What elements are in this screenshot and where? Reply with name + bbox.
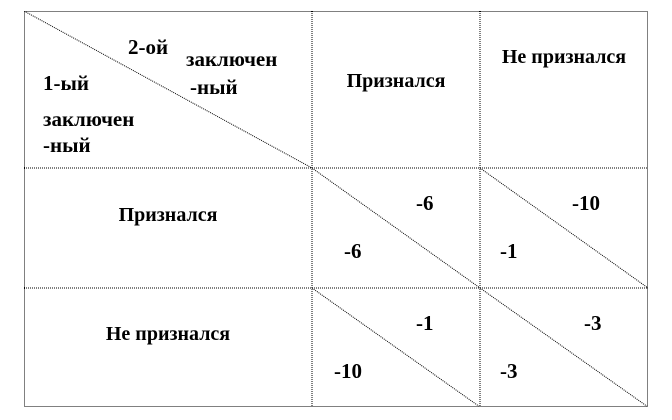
table-border — [24, 11, 648, 407]
cell-diagonal-r1c2 — [479, 167, 648, 289]
corner-diagonal — [24, 11, 313, 169]
corner-row-player-label: 1-ый — [43, 71, 89, 95]
payoff-r1c1-player1: -6 — [344, 239, 362, 263]
payoff-r1c1-player2: -6 — [416, 191, 434, 215]
corner-column-player-label-2: заключен — [186, 47, 278, 71]
payoff-r2c1-player1: -10 — [334, 359, 362, 383]
row-header-confessed: Признался — [118, 204, 218, 226]
payoff-r2c1-player2: -1 — [416, 311, 434, 335]
payoff-r1c2-player1: -1 — [500, 239, 518, 263]
cell-diagonal-r2c2 — [479, 287, 648, 407]
corner-column-player-label: 2-ой — [128, 35, 169, 59]
column-header-confessed: Признался — [346, 70, 446, 92]
column-header-not-confessed: Не признался — [501, 46, 627, 68]
cell-diagonal-r1c1 — [311, 167, 481, 289]
payoff-r1c2-player2: -10 — [572, 191, 600, 215]
payoff-matrix-table: 2-ой заключен -ный 1-ый заключен -ный Пр… — [24, 11, 648, 407]
cell-diagonal-r2c1 — [311, 287, 481, 407]
row-header-not-confessed: Не признался — [105, 323, 231, 345]
corner-row-player-label-3: -ный — [43, 133, 91, 157]
payoff-r2c2-player1: -3 — [500, 359, 518, 383]
payoff-r2c2-player2: -3 — [584, 311, 602, 335]
corner-row-player-label-2: заключен — [43, 107, 135, 131]
table-grid — [24, 11, 648, 407]
corner-column-player-label-3: -ный — [190, 75, 238, 99]
